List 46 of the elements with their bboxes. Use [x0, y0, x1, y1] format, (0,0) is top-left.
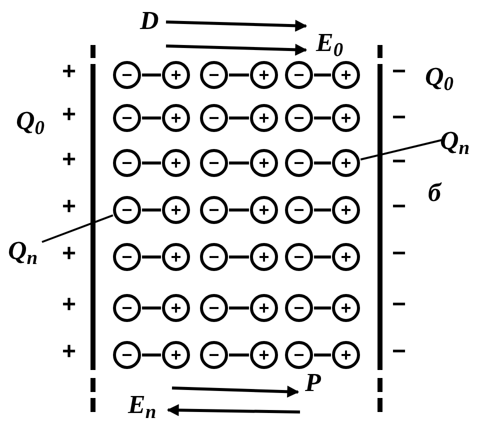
charge-sign: +: [62, 340, 76, 364]
charge-sign: −: [392, 195, 406, 219]
dipole-bond: [142, 306, 161, 310]
leader-line: [42, 214, 114, 243]
dipole-bond: [142, 256, 161, 258]
symbol-label: E$_{0}$: [316, 30, 344, 56]
charge-sign: −: [392, 60, 406, 84]
charge-sign: −: [392, 293, 406, 317]
symbol-label: Q$_{0}$: [16, 108, 45, 134]
charge-sign: +: [62, 148, 76, 172]
symbol-label: E$_{п}$: [128, 392, 156, 418]
symbol-label: P: [305, 370, 321, 396]
dipole-bond: [142, 208, 161, 212]
dipole-bond: [229, 306, 249, 310]
dipole-bond: [229, 256, 249, 258]
charge-sign: +: [62, 60, 76, 84]
dipole-bond: [229, 116, 249, 120]
dipole-bond: [314, 74, 331, 76]
symbol-label: Q$_{0}$: [425, 64, 454, 90]
charge-label: Q$_{п}$: [8, 238, 38, 264]
symbol-label: б: [428, 180, 441, 206]
charge-sign: +: [62, 293, 76, 317]
dipole-bond: [142, 74, 161, 76]
dipole-bond: [229, 162, 249, 164]
charge-sign: −: [392, 106, 406, 130]
dipole-bond: [229, 74, 249, 76]
dipole-bond: [314, 306, 331, 310]
dipole-bond: [229, 208, 249, 212]
charge-sign: −: [392, 242, 406, 266]
charge-sign: +: [62, 242, 76, 266]
charge-sign: −: [392, 150, 406, 174]
dipole-bond: [314, 354, 331, 356]
charge-sign: +: [62, 103, 76, 127]
dipole-bond: [142, 162, 161, 164]
dipole-bond: [142, 116, 161, 120]
symbol-label: D: [140, 8, 159, 34]
dipole-bond: [314, 162, 331, 164]
dipole-bond: [314, 116, 331, 120]
leader-line: [360, 139, 442, 160]
dipole-bond: [229, 354, 249, 356]
dipole-bond: [314, 256, 331, 258]
charge-sign: +: [62, 195, 76, 219]
dipole-bond: [314, 208, 331, 212]
charge-sign: −: [392, 340, 406, 364]
charge-label: Q$_{п}$: [440, 128, 470, 154]
dipole-bond: [142, 354, 161, 356]
